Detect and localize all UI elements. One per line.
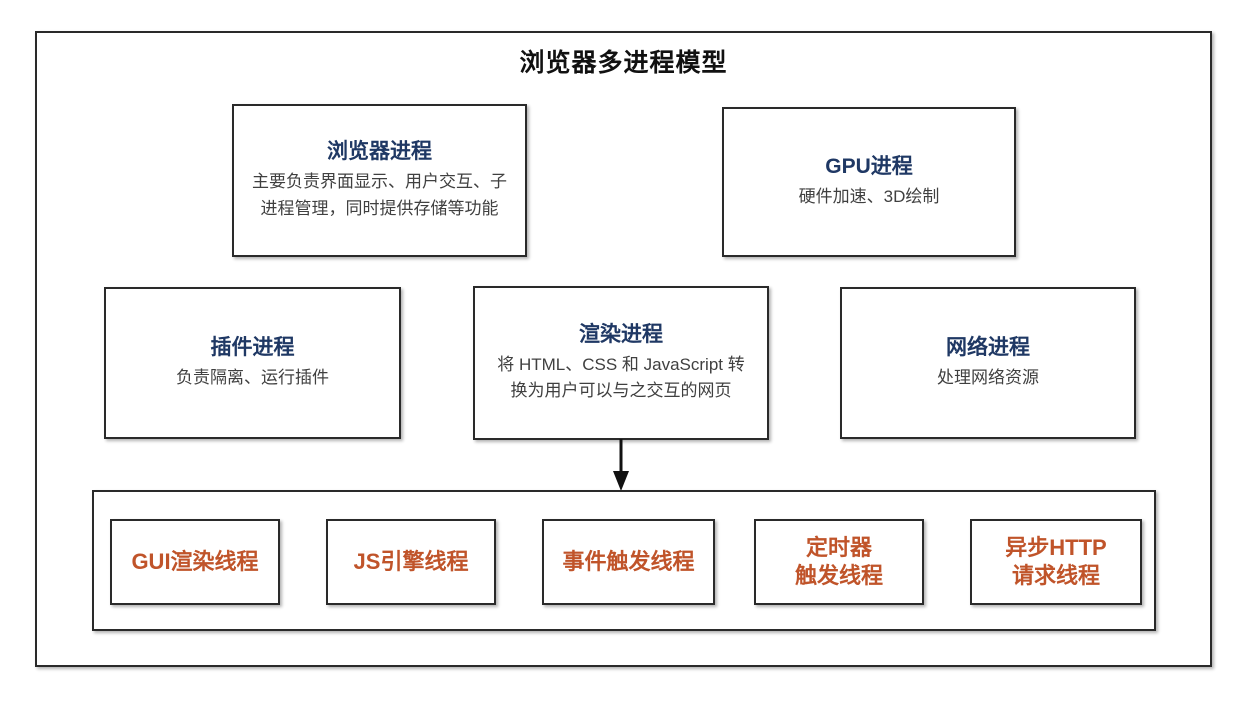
page-title: 浏览器多进程模型 [519, 49, 728, 77]
process-title-network: 网络进程 [946, 335, 1030, 359]
process-box-plugin: 插件进程 负责隔离、运行插件 [104, 287, 401, 439]
thread-box-js-engine: JS引擎线程 [326, 519, 496, 605]
process-title-plugin: 插件进程 [210, 335, 295, 359]
thread-box-event-trigger: 事件触发线程 [542, 519, 715, 605]
process-desc-render: 将 HTML、CSS 和 JavaScript 转换为用户可以与之交互的网页 [497, 354, 745, 401]
thread-box-gui-render: GUI渲染线程 [110, 519, 280, 605]
thread-box-timer-trigger: 定时器 触发线程 [754, 519, 924, 605]
thread-label-timer-trigger: 定时器 触发线程 [794, 534, 883, 588]
process-box-render: 渲染进程 将 HTML、CSS 和 JavaScript 转换为用户可以与之交互… [473, 286, 769, 440]
process-desc-plugin: 负责隔离、运行插件 [176, 367, 329, 387]
thread-label-gui-render: GUI渲染线程 [131, 548, 259, 574]
thread-label-js-engine: JS引擎线程 [353, 548, 469, 574]
thread-label-event-trigger: 事件触发线程 [562, 548, 695, 574]
process-title-render: 渲染进程 [579, 322, 663, 346]
process-desc-network: 处理网络资源 [937, 367, 1039, 387]
process-title-gpu: GPU进程 [825, 154, 913, 178]
process-desc-browser: 主要负责界面显示、用户交互、子进程管理，同时提供存储等功能 [252, 172, 507, 218]
process-box-gpu: GPU进程 硬件加速、3D绘制 [722, 107, 1016, 257]
process-box-network: 网络进程 处理网络资源 [840, 287, 1136, 439]
process-desc-gpu: 硬件加速、3D绘制 [798, 186, 940, 206]
process-box-browser: 浏览器进程 主要负责界面显示、用户交互、子进程管理，同时提供存储等功能 [232, 104, 527, 257]
arrow-down-icon [613, 439, 629, 491]
thread-box-async-http: 异步HTTP 请求线程 [970, 519, 1142, 605]
thread-group-container: GUI渲染线程 JS引擎线程 事件触发线程 定时器 触发线程 异步HTTP 请求… [92, 490, 1156, 631]
thread-label-async-http: 异步HTTP 请求线程 [1005, 534, 1107, 588]
process-title-browser: 浏览器进程 [327, 140, 432, 164]
